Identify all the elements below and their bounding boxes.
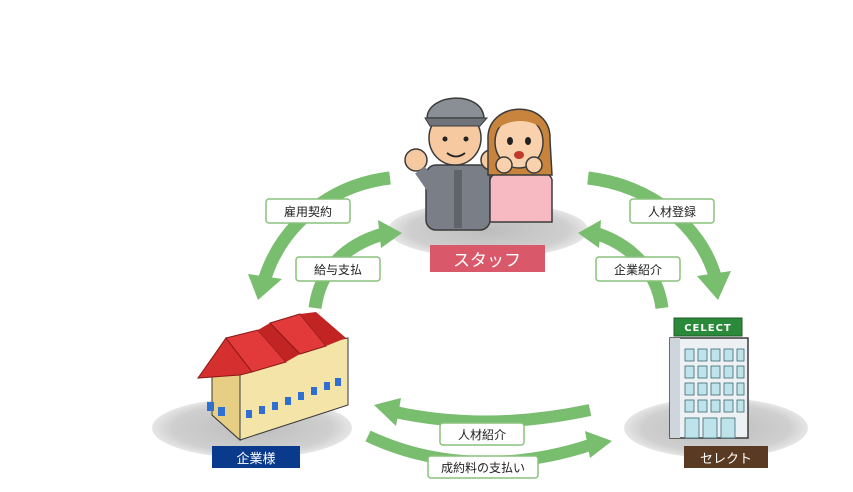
label-success-fee: 成約料の支払い: [428, 456, 538, 478]
svg-text:企業紹介: 企業紹介: [614, 262, 662, 277]
svg-text:企業様: 企業様: [236, 451, 275, 467]
select-sign: CELECT: [674, 318, 742, 336]
arrow-employment-contract-head: [248, 274, 282, 300]
label-talent-registration: 人材登録: [630, 199, 714, 223]
office-building-icon: CELECT: [670, 318, 748, 438]
select-badge: セレクト: [684, 446, 768, 468]
svg-text:スタッフ: スタッフ: [453, 251, 521, 271]
label-company-introduction: 企業紹介: [596, 257, 680, 281]
arrow-talent-registration-head: [697, 271, 731, 300]
staff-illustration: [405, 98, 552, 230]
svg-text:成約料の支払い: 成約料の支払い: [441, 460, 525, 475]
woman-staff-icon: [488, 109, 552, 222]
arrow-success-fee-head: [585, 431, 612, 458]
label-talent-introduction: 人材紹介: [440, 423, 524, 445]
staff-badge: スタッフ: [430, 245, 545, 272]
label-salary-payment: 給与支払: [296, 257, 380, 281]
arrow-talent-introduction: [395, 410, 590, 422]
svg-text:人材登録: 人材登録: [648, 204, 696, 219]
svg-text:給与支払: 給与支払: [314, 263, 362, 277]
svg-text:人材紹介: 人材紹介: [458, 428, 506, 442]
arrow-talent-introduction-head: [374, 398, 401, 426]
label-employment-contract: 雇用契約: [266, 199, 350, 223]
company-badge: 企業様: [212, 446, 300, 468]
svg-text:CELECT: CELECT: [684, 323, 732, 334]
svg-text:セレクト: セレクト: [700, 452, 752, 467]
svg-text:雇用契約: 雇用契約: [284, 204, 332, 219]
